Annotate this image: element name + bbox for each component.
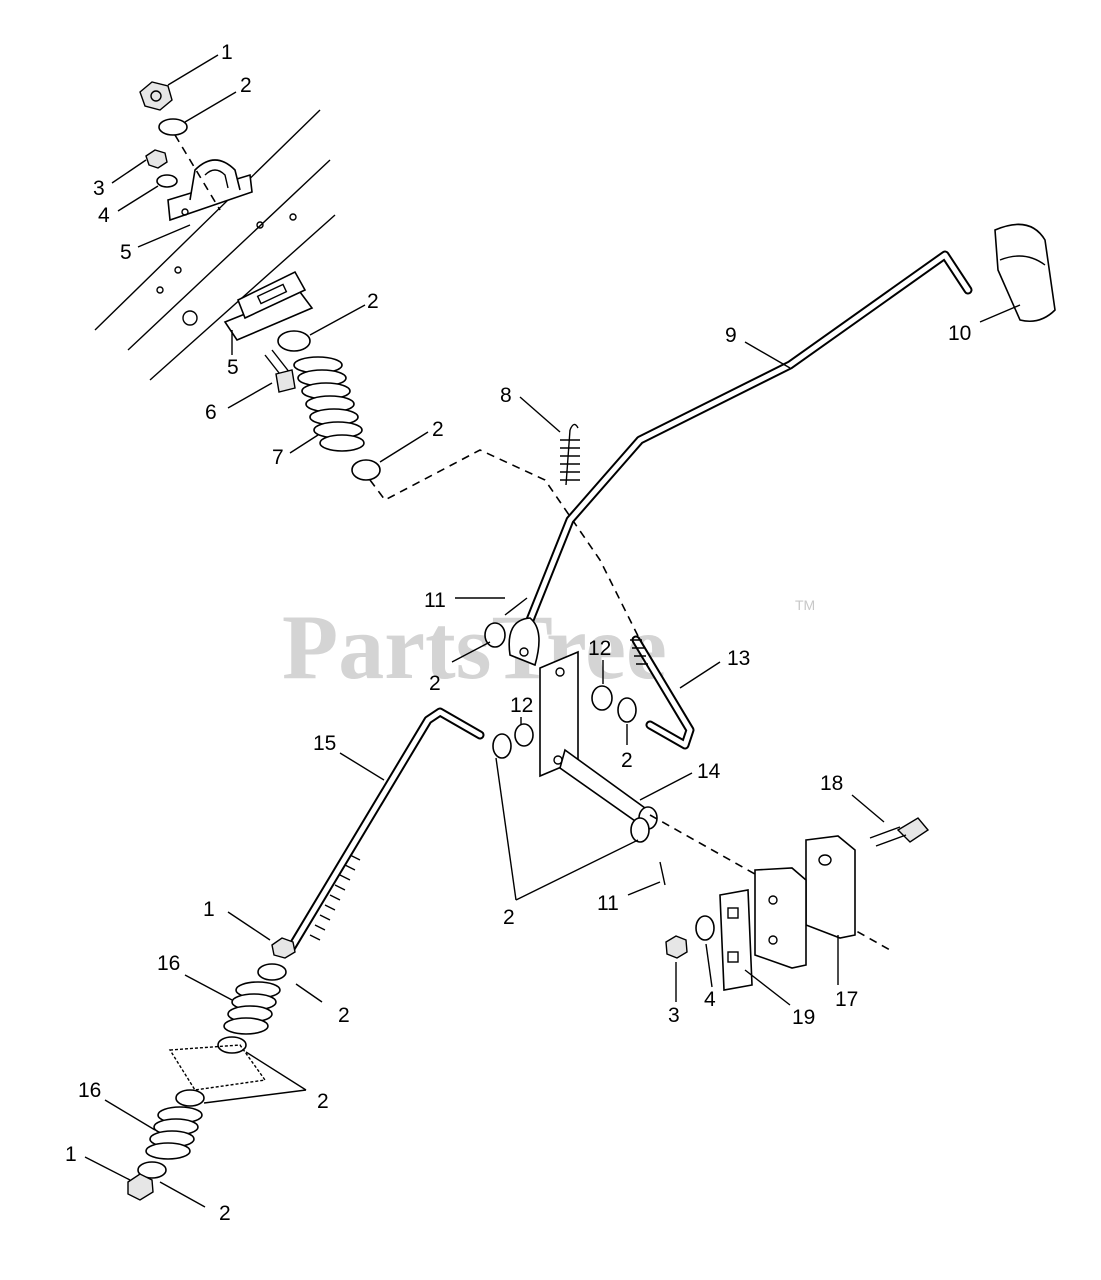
callout-labels: 1 2 3 4 5 5 2 6 7 2 8 9 10 11 2 12 13 12… xyxy=(65,41,971,1225)
flat-washer xyxy=(175,1089,205,1107)
callout-6: 6 xyxy=(205,401,217,424)
callout-9: 9 xyxy=(725,324,737,347)
callout-7: 7 xyxy=(272,446,284,469)
flat-washer xyxy=(257,963,287,981)
extension-spring xyxy=(560,423,580,486)
flat-washer xyxy=(630,817,650,843)
spacer-washer xyxy=(591,685,613,711)
callout-13: 13 xyxy=(727,647,750,670)
handle-grip xyxy=(994,223,1056,323)
lift-shaft xyxy=(559,748,658,830)
pivot-block xyxy=(805,835,856,939)
cotter-pin-lower xyxy=(659,861,666,886)
callout-1: 1 xyxy=(221,41,233,64)
callout-2: 2 xyxy=(432,418,444,441)
pivot-bracket xyxy=(754,867,807,969)
hex-nut xyxy=(271,937,296,959)
callout-19: 19 xyxy=(792,1006,815,1029)
callout-15: 15 xyxy=(313,732,336,755)
callout-18: 18 xyxy=(820,772,843,795)
callout-14: 14 xyxy=(697,760,721,783)
lock-washer xyxy=(156,174,178,188)
callout-2: 2 xyxy=(240,74,252,97)
callout-3: 3 xyxy=(668,1004,680,1027)
callout-16: 16 xyxy=(78,1079,101,1102)
adjustment-plate xyxy=(719,889,753,991)
callout-2: 2 xyxy=(429,672,441,695)
deck-plate xyxy=(168,1044,267,1091)
flat-washer xyxy=(492,733,512,759)
callout-3: 3 xyxy=(93,177,105,200)
callout-8: 8 xyxy=(500,384,512,407)
compression-spring-lower xyxy=(145,1106,203,1160)
callout-12: 12 xyxy=(510,694,533,717)
flat-washer xyxy=(484,622,506,648)
callout-17: 17 xyxy=(835,988,858,1011)
callout-12: 12 xyxy=(588,637,611,660)
threaded-link-rod xyxy=(630,635,695,750)
callout-1: 1 xyxy=(203,898,215,921)
small-nut xyxy=(145,149,168,169)
callout-2: 2 xyxy=(367,290,379,313)
hex-nut xyxy=(127,1173,154,1201)
callout-11: 11 xyxy=(424,589,446,612)
lower-bracket xyxy=(223,270,314,341)
compression-spring xyxy=(293,356,365,452)
compression-spring-upper xyxy=(223,981,281,1035)
callout-10: 10 xyxy=(948,322,971,345)
callout-2: 2 xyxy=(338,1004,350,1027)
upper-bracket xyxy=(167,159,253,222)
cotter-pin xyxy=(504,597,528,616)
callout-4: 4 xyxy=(704,988,716,1011)
bolt xyxy=(869,817,930,847)
callout-2: 2 xyxy=(503,906,515,929)
watermark-tm: TM xyxy=(795,597,815,613)
spacer-washer xyxy=(514,723,534,747)
lift-handle-rod xyxy=(508,250,973,667)
callout-11: 11 xyxy=(597,892,619,915)
leader-lines xyxy=(84,54,1021,1208)
callout-1: 1 xyxy=(65,1143,77,1166)
hex-nut xyxy=(139,81,173,111)
flat-washer xyxy=(158,118,188,136)
callout-5: 5 xyxy=(120,241,132,264)
callout-2: 2 xyxy=(621,749,633,772)
callout-4: 4 xyxy=(98,204,110,227)
lift-rod xyxy=(285,707,485,955)
callout-2: 2 xyxy=(219,1202,231,1225)
hex-nut xyxy=(665,935,688,959)
callout-16: 16 xyxy=(157,952,180,975)
bolt xyxy=(264,349,296,393)
flat-washer xyxy=(351,459,381,481)
flat-washer xyxy=(617,697,637,723)
flat-washer xyxy=(277,330,311,352)
callout-2: 2 xyxy=(317,1090,329,1113)
callout-5: 5 xyxy=(227,356,239,379)
flat-washer xyxy=(137,1161,167,1179)
flat-washer xyxy=(695,915,715,941)
